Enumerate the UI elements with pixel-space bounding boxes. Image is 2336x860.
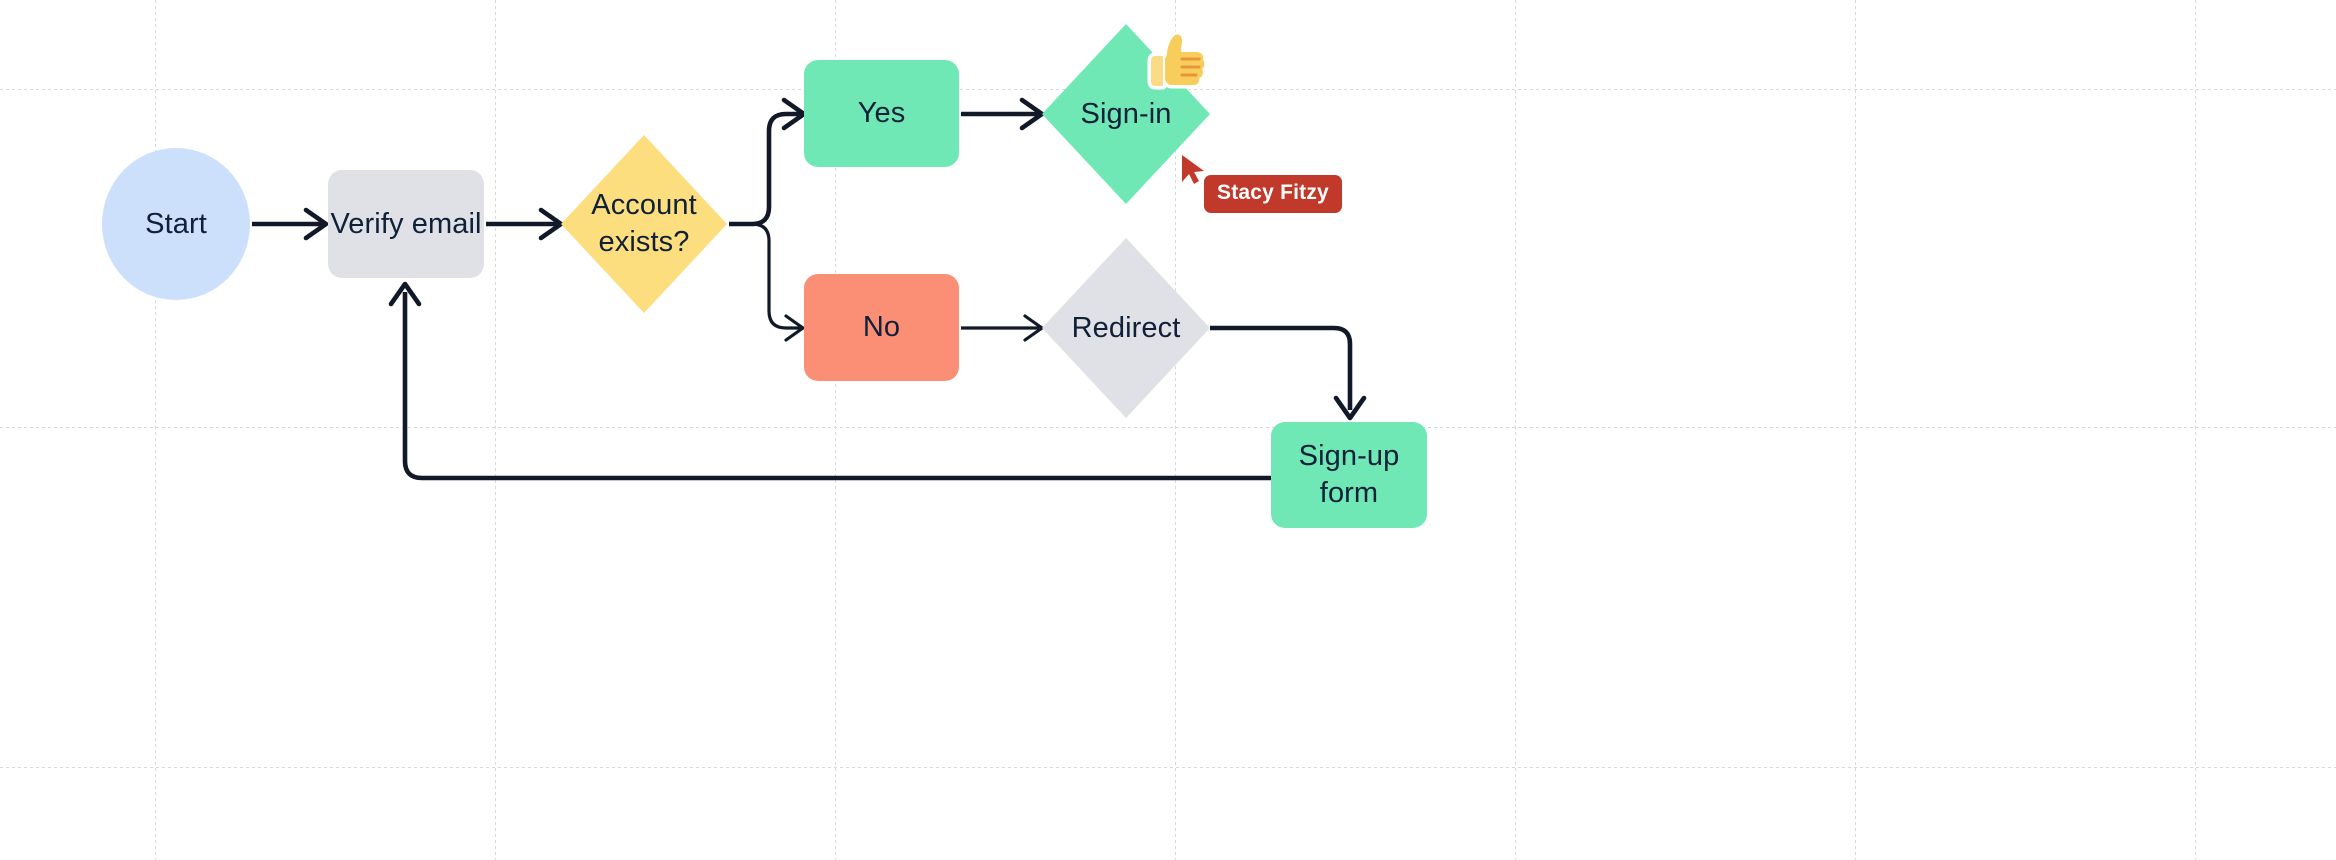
edge-no-to-redirect	[961, 314, 1044, 342]
node-redirect[interactable]: Redirect	[1042, 238, 1210, 418]
node-no[interactable]: No	[804, 274, 959, 381]
diamond-shape	[561, 135, 727, 313]
cursor-pointer-icon	[1182, 155, 1204, 184]
diamond-shape	[1042, 238, 1210, 418]
edge-yes-to-signin	[961, 97, 1045, 131]
node-no-label: No	[862, 311, 901, 344]
node-sign-up-form[interactable]: Sign-up form	[1271, 422, 1427, 528]
thumbs-up-glyph	[1147, 31, 1208, 90]
node-account-exists-label: Account exists?	[591, 189, 697, 258]
edge-signup-back-to-verify	[388, 281, 1271, 481]
node-sign-in-label: Sign-in	[1080, 97, 1172, 130]
edge-redirect-to-signup	[1210, 325, 1367, 421]
edge-verify-to-account	[486, 207, 564, 241]
node-yes-label: Yes	[857, 97, 906, 130]
node-sign-up-form-label: Sign-up form	[1298, 440, 1400, 509]
collaborator-name-badge: Stacy Fitzy	[1204, 175, 1342, 213]
node-start-label: Start	[145, 207, 207, 240]
edge-account-to-yes	[729, 97, 807, 227]
node-redirect-label: Redirect	[1071, 311, 1181, 344]
node-start[interactable]: Start	[102, 148, 250, 300]
edge-account-to-no	[729, 222, 805, 342]
node-verify-email[interactable]: Verify email	[328, 170, 484, 278]
edge-start-to-verify	[252, 207, 329, 241]
node-verify-email-label: Verify email	[330, 207, 482, 240]
node-yes[interactable]: Yes	[804, 60, 959, 167]
thumbs-up-icon[interactable]	[1146, 28, 1212, 94]
node-account-exists[interactable]: Account exists?	[561, 135, 727, 313]
